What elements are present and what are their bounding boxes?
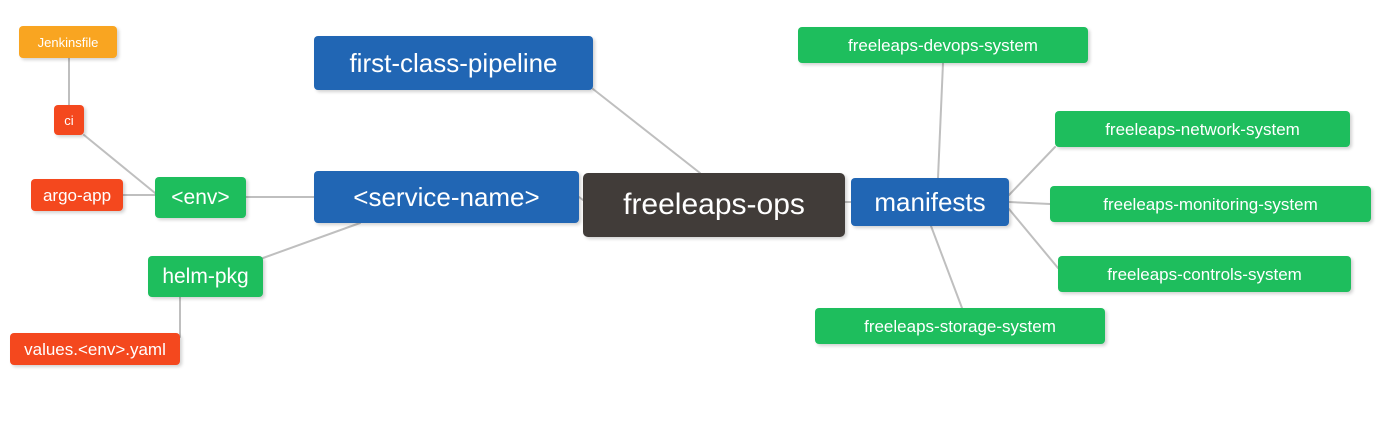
node-freeleaps-storage-system[interactable]: freeleaps-storage-system bbox=[815, 308, 1105, 344]
edge-manifests-to-freeleaps-monitoring-system bbox=[1008, 201, 1051, 205]
node-freeleaps-monitoring-system[interactable]: freeleaps-monitoring-system bbox=[1050, 186, 1371, 222]
node-label-ci: ci bbox=[64, 112, 74, 128]
edge-manifests-to-freeleaps-storage-system bbox=[930, 225, 963, 309]
edge-first-class-pipeline-to-freeleaps-ops bbox=[592, 88, 701, 174]
node-first-class-pipeline[interactable]: first-class-pipeline bbox=[314, 36, 593, 90]
node-label-env: <env> bbox=[171, 186, 230, 209]
node-jenkinsfile[interactable]: Jenkinsfile bbox=[19, 26, 117, 58]
node-label-values-env-yaml: values.<env>.yaml bbox=[24, 339, 166, 359]
node-label-jenkinsfile: Jenkinsfile bbox=[37, 34, 99, 50]
node-helm-pkg[interactable]: helm-pkg bbox=[148, 256, 263, 297]
edge-helm-pkg-to-service-name bbox=[262, 222, 361, 259]
node-argo-app[interactable]: argo-app bbox=[31, 179, 123, 211]
node-label-freeleaps-monitoring-system: freeleaps-monitoring-system bbox=[1103, 194, 1318, 214]
node-freeleaps-devops-system[interactable]: freeleaps-devops-system bbox=[798, 27, 1088, 63]
node-env[interactable]: <env> bbox=[155, 177, 246, 218]
node-label-freeleaps-controls-system: freeleaps-controls-system bbox=[1107, 264, 1302, 284]
node-freeleaps-ops[interactable]: freeleaps-ops bbox=[583, 173, 845, 237]
node-label-first-class-pipeline: first-class-pipeline bbox=[349, 48, 558, 78]
node-label-freeleaps-storage-system: freeleaps-storage-system bbox=[864, 316, 1056, 336]
node-label-service-name: <service-name> bbox=[353, 182, 540, 212]
node-values-env-yaml[interactable]: values.<env>.yaml bbox=[10, 333, 180, 365]
node-freeleaps-network-system[interactable]: freeleaps-network-system bbox=[1055, 111, 1350, 147]
node-label-manifests: manifests bbox=[874, 187, 986, 217]
node-label-freeleaps-ops: freeleaps-ops bbox=[623, 188, 805, 221]
node-label-freeleaps-devops-system: freeleaps-devops-system bbox=[848, 35, 1038, 55]
node-freeleaps-controls-system[interactable]: freeleaps-controls-system bbox=[1058, 256, 1351, 292]
node-label-argo-app: argo-app bbox=[42, 185, 112, 205]
edge-manifests-to-freeleaps-network-system bbox=[1008, 146, 1056, 196]
edge-manifests-to-freeleaps-devops-system bbox=[937, 62, 944, 179]
node-service-name[interactable]: <service-name> bbox=[314, 171, 579, 223]
node-ci[interactable]: ci bbox=[54, 105, 84, 135]
node-label-freeleaps-network-system: freeleaps-network-system bbox=[1105, 119, 1300, 139]
node-label-helm-pkg: helm-pkg bbox=[162, 265, 249, 288]
node-manifests[interactable]: manifests bbox=[851, 178, 1009, 226]
